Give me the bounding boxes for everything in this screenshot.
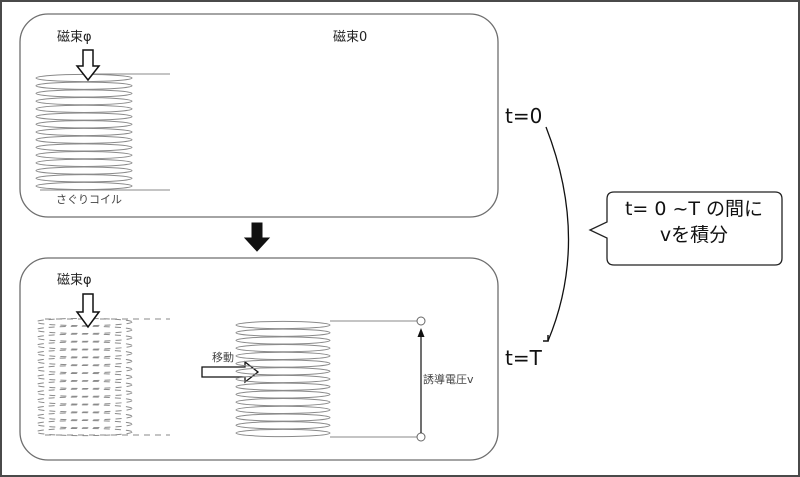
callout-text: t= 0 ~T の間に vを積分 <box>606 196 782 248</box>
terminal-lower <box>416 432 426 442</box>
coil-winding <box>235 390 331 399</box>
coil-winding <box>35 412 133 421</box>
move-label: 移動 <box>212 351 234 364</box>
coil-winding <box>35 420 133 429</box>
time-end-label: t=T <box>505 346 542 370</box>
coil-winding <box>35 325 133 334</box>
coil-winding <box>35 97 133 106</box>
induced-voltage-label: 誘導電圧v <box>423 373 474 386</box>
coil-winding <box>35 89 133 98</box>
coil-winding <box>35 81 133 90</box>
coil-winding <box>35 396 133 405</box>
coil-winding <box>235 359 331 368</box>
callout-bubble <box>588 191 783 266</box>
coil-winding <box>35 333 133 342</box>
callout-line-1: t= 0 ~T の間に <box>624 198 764 220</box>
coil-winding <box>35 120 133 129</box>
coil-winding <box>35 158 133 167</box>
flux-label-top: 磁束φ <box>57 30 92 45</box>
coil-winding <box>235 398 331 407</box>
coil-winding <box>35 104 133 113</box>
coil-winding <box>35 365 133 374</box>
flux-arrow-bottom-icon <box>75 293 101 329</box>
coil-winding <box>235 428 331 438</box>
coil-winding <box>35 404 133 413</box>
coil-winding <box>235 421 331 430</box>
coil-winding <box>235 351 331 360</box>
panel-bottom <box>19 257 499 461</box>
voltage-arrow-head-icon <box>417 328 425 337</box>
search-coil-moved <box>235 320 331 438</box>
flux-label-bottom: 磁束φ <box>57 273 92 288</box>
coil-winding <box>235 405 331 414</box>
time-start-label: t=0 <box>505 104 543 128</box>
coil-winding <box>35 166 133 175</box>
coil-winding <box>35 112 133 121</box>
coil-winding <box>235 413 331 422</box>
time-arrow-head-icon <box>543 335 549 342</box>
coil-winding <box>35 380 133 389</box>
coil-winding <box>35 174 133 183</box>
coil-winding <box>235 344 331 353</box>
coil-winding <box>35 427 133 437</box>
panel-top <box>19 13 499 218</box>
coil-winding <box>235 328 331 337</box>
coil-winding <box>35 181 133 191</box>
transition-arrow-down-icon <box>243 222 271 252</box>
coil-winding <box>35 127 133 137</box>
coil-winding <box>35 388 133 397</box>
flux-arrow-top-icon <box>75 49 101 82</box>
time-arrow-curve <box>545 126 570 342</box>
coil-winding <box>35 349 133 358</box>
search-coil-label: さぐりコイル <box>56 193 122 206</box>
coil-winding <box>35 357 133 366</box>
terminal-upper <box>416 316 426 326</box>
search-coil-ghost <box>35 317 133 437</box>
coil-winding <box>35 151 133 160</box>
coil-winding <box>35 341 133 350</box>
coil-winding <box>235 336 331 345</box>
coil-winding <box>35 143 133 152</box>
move-arrow-icon <box>201 360 260 384</box>
search-coil-top <box>35 73 133 191</box>
coil-winding <box>35 135 133 144</box>
coil-winding <box>235 367 331 376</box>
coil-winding <box>235 320 331 330</box>
coil-winding <box>35 372 133 382</box>
zero-flux-label: 磁束0 <box>333 30 368 45</box>
callout-line-2: vを積分 <box>659 224 729 246</box>
coil-winding <box>235 374 331 384</box>
coil-winding <box>235 382 331 391</box>
